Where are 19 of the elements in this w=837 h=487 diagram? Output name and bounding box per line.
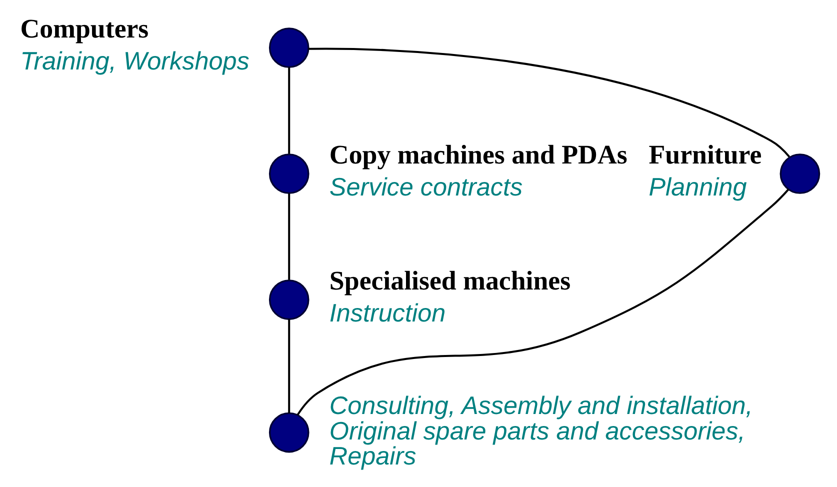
node-circle <box>780 154 820 194</box>
node-label: Service contracts <box>329 174 523 202</box>
node-circle <box>268 154 310 194</box>
node-circle <box>268 412 310 453</box>
connector <box>296 188 790 416</box>
node-label: Training, Workshops <box>20 48 250 76</box>
node-label: Instruction <box>329 300 446 328</box>
node-label: Furniture <box>648 139 762 170</box>
node-label: Computers <box>20 13 149 44</box>
node-circle <box>268 28 310 68</box>
node-circle <box>268 280 310 320</box>
node-label: Copy machines and PDAs <box>329 139 628 170</box>
connector <box>288 319 290 414</box>
connector <box>308 48 790 158</box>
node-label: Planning <box>648 174 747 202</box>
connector <box>288 194 290 280</box>
connector <box>288 68 290 154</box>
node-label: Consulting, Assembly and installation, Original spare parts and accessories, Repairs <box>329 392 753 470</box>
node-label: Specialised machines <box>329 265 571 296</box>
